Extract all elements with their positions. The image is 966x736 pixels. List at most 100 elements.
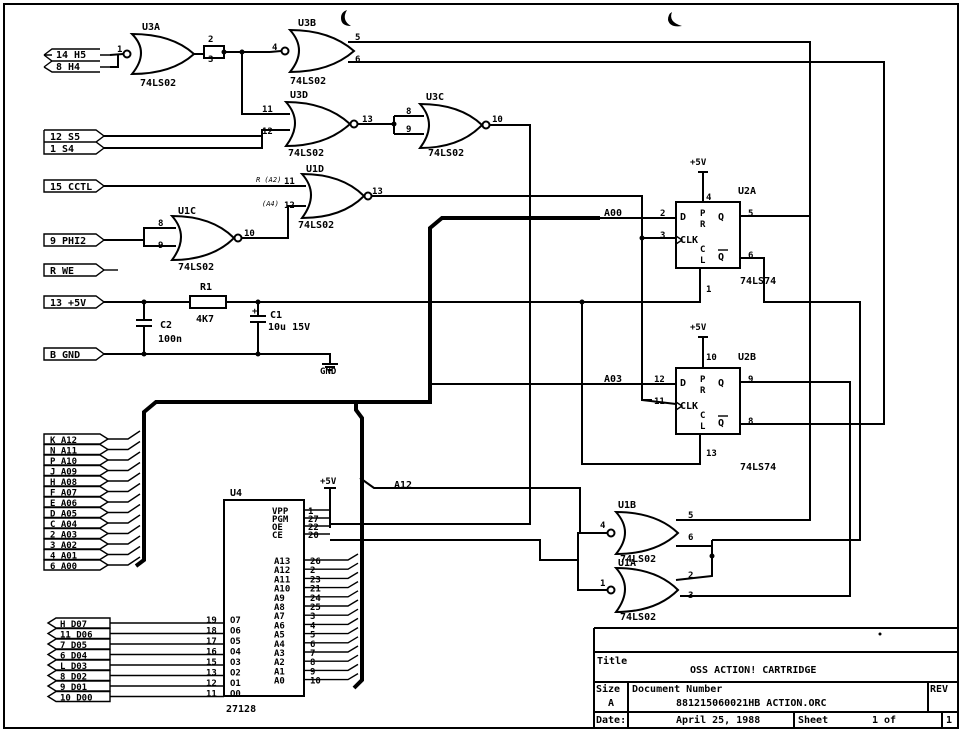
net-a00: A00 bbox=[604, 208, 622, 219]
conn-s5: 12 S5 bbox=[50, 132, 80, 143]
svg-text:R: R bbox=[700, 220, 706, 230]
u3d-ref: U3D bbox=[290, 90, 308, 101]
data-connector-label: 8 D02 bbox=[60, 673, 87, 683]
u2a-ref: U2A bbox=[738, 186, 756, 197]
u1b-ref: U1B bbox=[618, 500, 636, 511]
u3c-pin-out: 10 bbox=[492, 115, 503, 125]
r1-value: 4K7 bbox=[196, 314, 214, 325]
addr-connector-label: P A10 bbox=[50, 457, 77, 467]
u1c-part: 74LS02 bbox=[178, 262, 214, 273]
eprom-pin-num: 18 bbox=[206, 627, 217, 637]
eprom-pin-name: O1 bbox=[230, 679, 241, 689]
capacitor-c2: C2 100n bbox=[136, 302, 182, 354]
data-connector: L D03 bbox=[46, 659, 224, 672]
eprom-pin-num: 9 bbox=[310, 667, 315, 677]
data-connector: 8 D02 bbox=[46, 669, 224, 683]
addr-connector: P A10 bbox=[43, 451, 141, 467]
conn-we: R WE bbox=[50, 266, 74, 277]
addr-connector: F A07 bbox=[43, 482, 141, 499]
svg-text:L: L bbox=[700, 256, 706, 266]
addr-connector: C A04 bbox=[43, 514, 141, 530]
bus-to-a00 bbox=[356, 216, 600, 404]
bus-right-tail bbox=[352, 540, 364, 690]
eprom-pin-num: 15 bbox=[206, 658, 217, 668]
eprom-u4: U4 27128 +5V bbox=[223, 477, 337, 715]
date-label: Date: bbox=[596, 715, 626, 726]
u1a-pin-o2: 3 bbox=[688, 591, 693, 601]
connector-flags: 14 H5 8 H4 12 S5 1 S4 15 CCTL 9 PHI2 R W… bbox=[43, 48, 118, 361]
data-connector: 10 D00 bbox=[46, 690, 224, 704]
u1b-pin-o2: 6 bbox=[688, 533, 693, 543]
addr-connector-label: N A11 bbox=[50, 447, 77, 457]
u2b-clk: CLK bbox=[680, 401, 698, 412]
c1-ref: C1 bbox=[270, 310, 282, 321]
u2b-pin-cl: 13 bbox=[706, 449, 717, 459]
addr-connector-label: D A05 bbox=[50, 510, 77, 520]
addr-connector-label: H A08 bbox=[50, 478, 77, 488]
u1a-pin-in: 1 bbox=[600, 579, 605, 589]
eprom-pin-num: 11 bbox=[206, 690, 217, 700]
size-label: Size bbox=[596, 683, 620, 695]
docnum-label: Document Number bbox=[632, 684, 722, 695]
u2a-pin-clk: 3 bbox=[660, 231, 665, 241]
gate-u3c: U3C 74LS02 8 9 10 bbox=[406, 92, 503, 159]
addr-connector-label: 4 A01 bbox=[50, 552, 77, 562]
resistor-r1: R1 4K7 bbox=[189, 282, 227, 325]
c1-value: 10u 15V bbox=[268, 322, 310, 333]
title-label: Title bbox=[597, 655, 627, 667]
u1c-pin-out: 10 bbox=[244, 229, 255, 239]
eprom-pin-name: O2 bbox=[230, 669, 241, 679]
u3b-ref: U3B bbox=[298, 18, 316, 29]
annotation-a2: R (A2) bbox=[256, 176, 281, 184]
eprom-pin-name: A11 bbox=[274, 575, 290, 585]
eprom-pin-name: A13 bbox=[274, 557, 290, 567]
eprom-addr-pin: A1 9 bbox=[274, 663, 359, 677]
data-connector: 9 D01 bbox=[46, 680, 224, 693]
eprom-pin-name: A12 bbox=[274, 566, 290, 576]
conn-gnd: B GND bbox=[50, 350, 80, 361]
gate-u1d: U1D 74LS02 11 12 13 R (A2) (A4) bbox=[256, 164, 383, 231]
eprom-pin-name: A1 bbox=[274, 667, 285, 677]
eprom-pin-name: PGM bbox=[272, 515, 289, 525]
eprom-pin-num: 16 bbox=[206, 648, 217, 658]
u1d-pin-out: 13 bbox=[372, 187, 383, 197]
sheet-total: 1 bbox=[946, 715, 952, 726]
conn-h4: 8 H4 bbox=[56, 62, 80, 73]
u1c-ref: U1C bbox=[178, 206, 196, 217]
conn-h5: 14 H5 bbox=[56, 50, 86, 61]
eprom-pin-name: A10 bbox=[274, 585, 290, 595]
u2b-ref: U2B bbox=[738, 352, 756, 363]
addr-connector: 2 A03 bbox=[43, 524, 141, 541]
u2a-pin-qb: 6 bbox=[748, 251, 753, 261]
conn-phi2: 9 PHI2 bbox=[50, 236, 86, 247]
addr-connector: N A11 bbox=[43, 440, 141, 457]
u2a-q: Q bbox=[718, 212, 724, 223]
data-connector-label: 10 D00 bbox=[60, 694, 93, 704]
crescent-mark-2 bbox=[668, 12, 682, 27]
u2b-pin-pr: 10 bbox=[706, 353, 717, 363]
addr-connector-label: J A09 bbox=[50, 468, 77, 478]
r1-ref: R1 bbox=[200, 282, 212, 293]
eprom-pin-name: A0 bbox=[274, 677, 285, 687]
eprom-pin-num: 17 bbox=[206, 637, 217, 647]
u1b-part: 74LS02 bbox=[620, 554, 656, 565]
ground-symbol: GND bbox=[320, 363, 338, 377]
data-connector: 7 D05 bbox=[46, 638, 224, 651]
rev-label: REV bbox=[930, 684, 948, 695]
net-a12: A12 bbox=[394, 480, 412, 491]
u2a-vcc: +5V bbox=[690, 158, 707, 168]
data-connector: 11 D06 bbox=[46, 627, 224, 641]
gate-u1c: U1C 74LS02 8 9 10 bbox=[158, 206, 255, 273]
eprom-pin-name: A2 bbox=[274, 658, 285, 668]
addr-connector-label: E A06 bbox=[50, 499, 77, 509]
